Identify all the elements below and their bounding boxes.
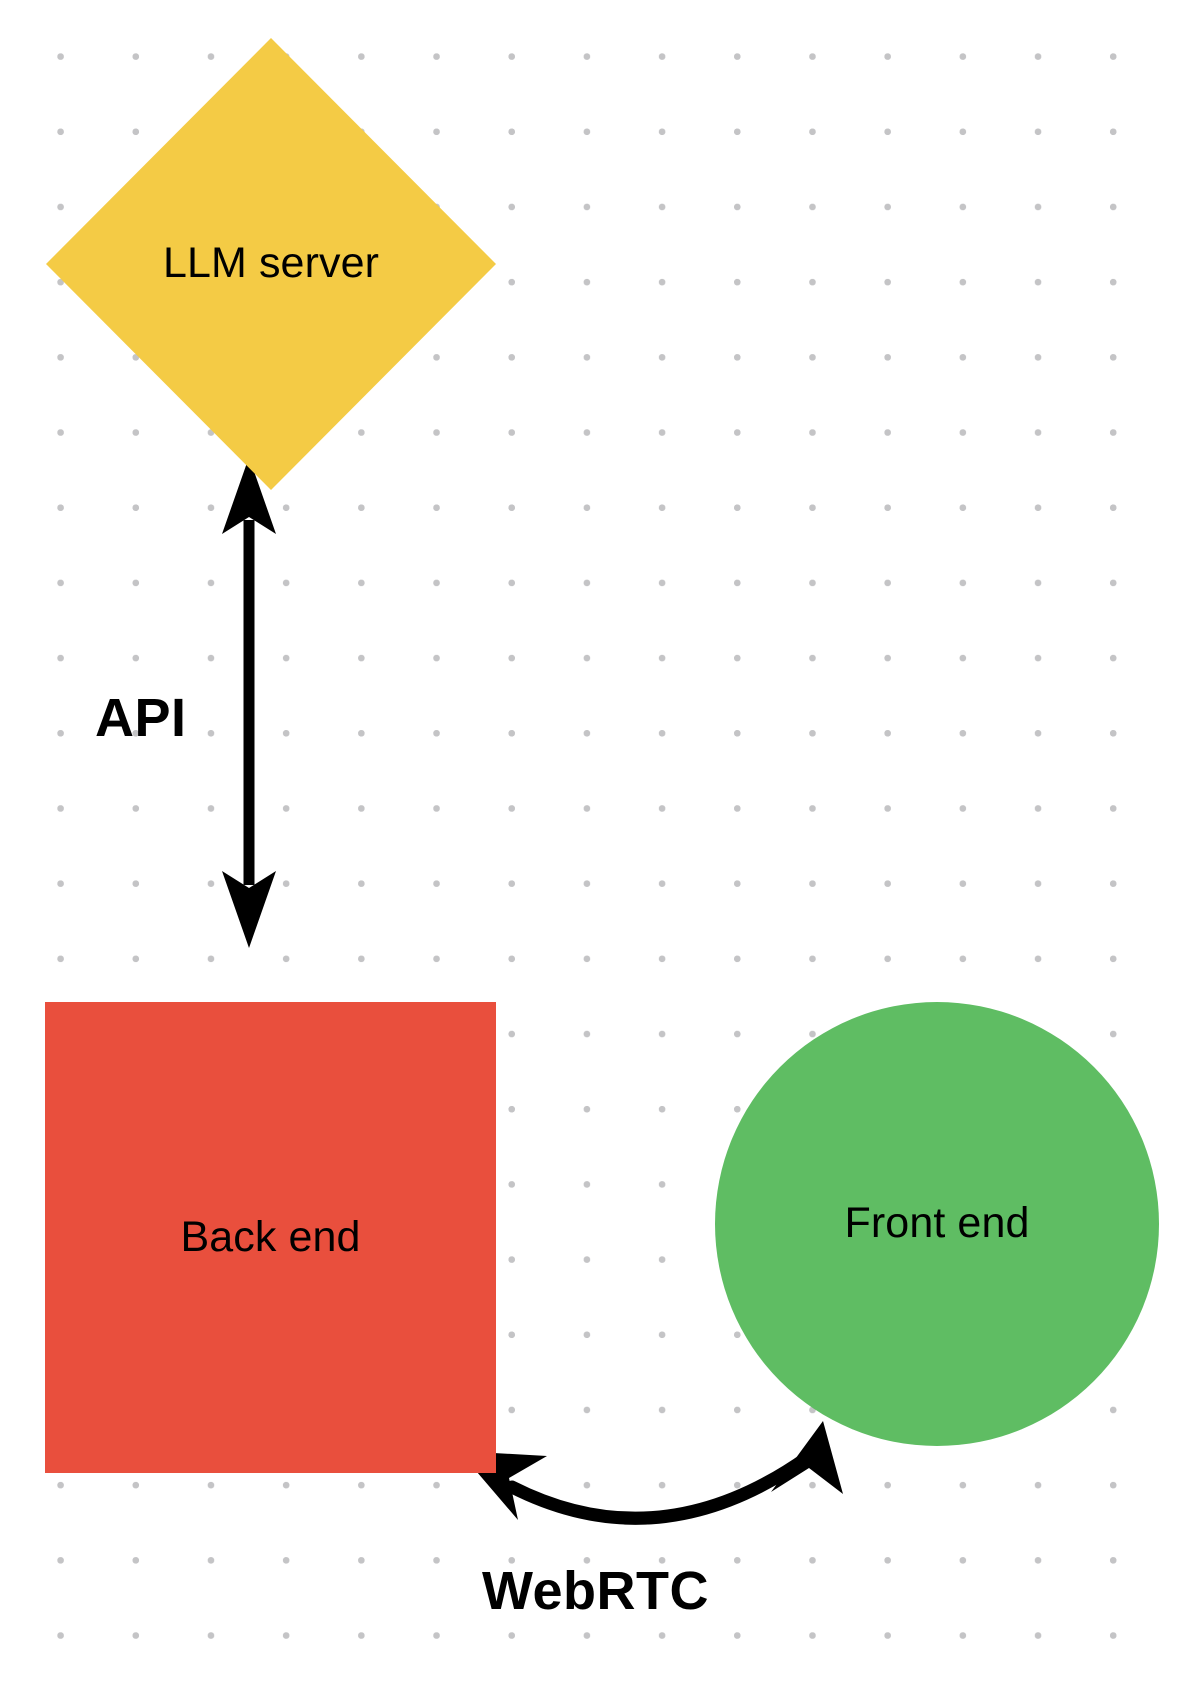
node-back-end[interactable]: Back end (45, 1002, 496, 1473)
edge-label-webrtc: WebRTC (482, 1561, 709, 1621)
node-llm-server-label: LLM server (162, 239, 380, 288)
edge-api-arrowhead-bottom (222, 871, 276, 948)
edge-label-api: API (95, 688, 187, 748)
node-front-end-label: Front end (844, 1199, 1030, 1248)
edge-api[interactable] (222, 457, 276, 948)
edge-webrtc-arrowhead-right (771, 1421, 843, 1494)
edge-webrtc[interactable] (459, 1421, 843, 1525)
edge-webrtc-curve (505, 1450, 815, 1525)
node-front-end[interactable]: Front end (715, 1002, 1159, 1446)
node-back-end-label: Back end (180, 1212, 361, 1261)
node-llm-server[interactable]: LLM server (46, 38, 496, 490)
